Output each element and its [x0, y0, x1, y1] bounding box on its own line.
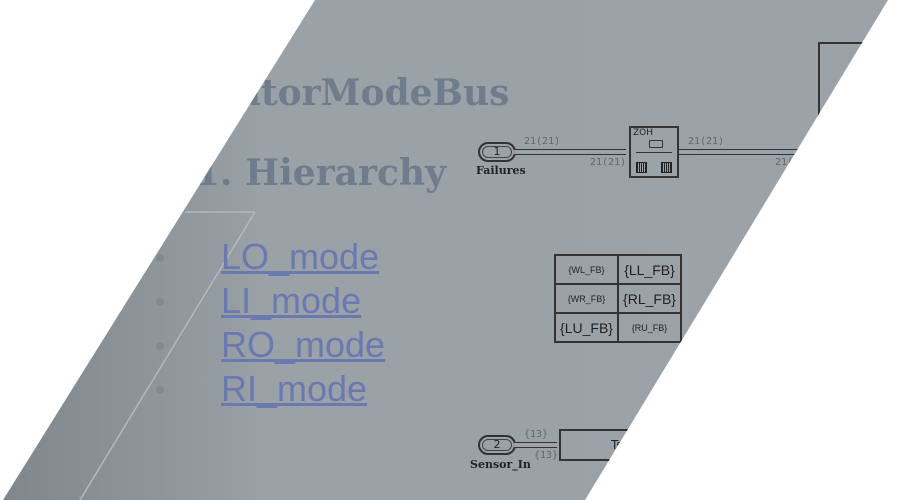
ts-block[interactable]: Ts:To	[559, 429, 733, 461]
link-ro-mode[interactable]: RO_mode	[221, 324, 386, 365]
link-lo-mode[interactable]: LO_mode	[221, 236, 380, 277]
zoh-block[interactable]: ZOH	[629, 126, 679, 178]
subsystem-block[interactable]	[818, 42, 888, 166]
bullet	[156, 298, 164, 306]
section-heading: 1. Hierarchy	[195, 152, 446, 194]
feedback-tag-grid: {WL_FB}{LL_FB} {WR_FB}{RL_FB} {LU_FB}{RU…	[554, 254, 682, 343]
signal-dim-label: 21(	[775, 157, 794, 168]
zoh-label: ZOH	[633, 128, 654, 138]
tag-rl-fb[interactable]: {RL_FB}	[617, 283, 682, 314]
inport-2[interactable]: 2	[478, 435, 516, 455]
bullet	[156, 386, 164, 394]
signal-line	[514, 442, 557, 448]
link-li-mode[interactable]: LI_mode	[221, 280, 362, 321]
signal-dim-label: 21(21)	[524, 136, 561, 147]
signal-line	[514, 149, 626, 155]
zoh-icon	[636, 152, 672, 153]
tag-ru-fb[interactable]: {RU_FB}	[617, 312, 682, 343]
zoh-icon	[661, 162, 672, 173]
inport-1[interactable]: 1	[478, 142, 516, 162]
link-ri-mode[interactable]: RI_mode	[221, 368, 368, 409]
tag-wr-fb[interactable]: {WR_FB}	[554, 283, 619, 314]
zoh-icon	[649, 140, 663, 148]
bullet	[156, 254, 164, 262]
zoh-icon	[636, 162, 647, 173]
signal-dim-label: 21(21)	[590, 157, 627, 168]
signal-line	[679, 149, 819, 155]
tag-lu-fb[interactable]: {LU_FB}	[554, 312, 619, 343]
signal-dim-label: {13}	[524, 429, 549, 440]
signal-dim-label: 21(21)	[688, 136, 725, 147]
tag-wl-fb[interactable]: {WL_FB}	[554, 254, 619, 285]
inport-2-label: Sensor_In	[470, 458, 531, 471]
signal-dim-label: {13}	[534, 450, 559, 461]
tag-ll-fb[interactable]: {LL_FB}	[617, 254, 682, 285]
bullet	[156, 342, 164, 350]
inport-1-label: Failures	[476, 164, 526, 177]
